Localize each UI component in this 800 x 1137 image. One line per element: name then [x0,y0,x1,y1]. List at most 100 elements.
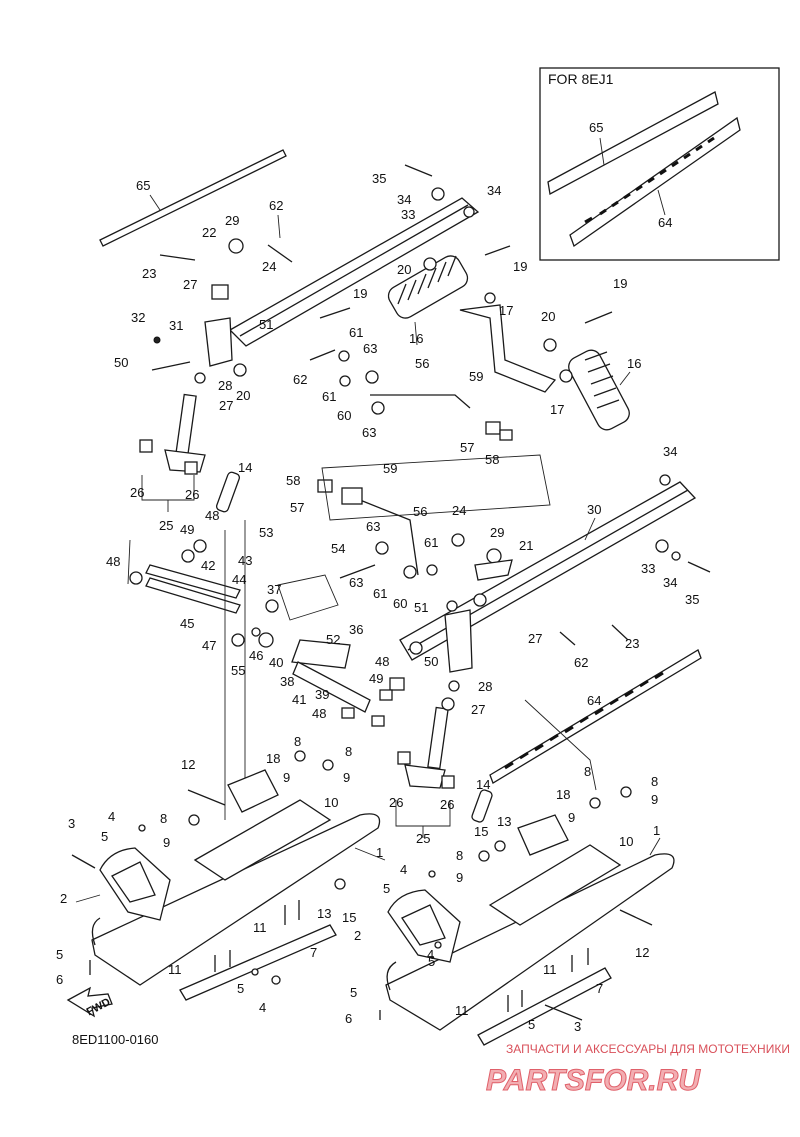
callout-36: 36 [349,622,363,637]
bushing-24-lower [451,533,465,547]
callout-45: 45 [180,616,194,631]
leader-62 [277,214,281,239]
callout-8-left: 8 [160,811,167,826]
callout-64: 64 [587,693,601,708]
arm-36 [291,639,351,669]
callout-11-b: 11 [168,962,182,977]
callout-20: 20 [397,262,411,277]
bolt-23-upper [159,254,196,261]
ski-left-tip [91,917,101,946]
shock-spring [397,255,457,305]
callout-49: 49 [180,522,194,537]
nut-48 [193,539,207,553]
nut-20 [233,363,247,377]
callout-33: 33 [401,207,415,222]
stabilizer-link-upper [370,394,471,409]
collar-17 [484,292,496,304]
bolt-54 [339,564,376,579]
decal-64-graphic [504,671,664,770]
ski-right-handle-cutout [401,904,446,946]
callout-8-right-a: 8 [584,764,591,779]
callout-65-inset: 65 [589,120,603,135]
callout-9-top-b: 9 [343,770,350,785]
callout-9-top-a: 9 [283,770,290,785]
callout-6-b: 6 [345,1011,352,1026]
callout-28-lower: 28 [478,679,492,694]
callout-35-lower: 35 [685,592,699,607]
upper-arm-left-edge [239,204,469,337]
callout-26: 26 [130,485,144,500]
inset-decal-64-graphic [584,136,715,224]
nut-61-lower [426,564,438,576]
callout-61-d: 61 [373,586,387,601]
callout-group-25-upper [141,475,195,512]
callout-61: 61 [349,325,363,340]
watermark-tagline: ЗАПЧАСТИ И АКСЕССУАРЫ ДЛЯ МОТОТЕХНИКИ [506,1042,790,1056]
nut-63 [365,370,379,384]
steering-column-lower [427,706,449,770]
callout-27: 27 [183,277,197,292]
callout-6: 6 [56,972,63,987]
collar-44 [265,599,279,613]
ski-right-washer-4 [428,870,436,878]
bolt-35-upper [404,164,433,177]
nut-48-mid [389,677,405,691]
leader-16-right [619,371,631,386]
callout-5-a: 5 [101,829,108,844]
callout-34: 34 [397,192,411,207]
callout-7-b: 7 [596,981,603,996]
inset-for-8ej1: FOR 8EJ1 [539,67,780,261]
ski-right-runner-7 [477,967,612,1046]
callout-3-b: 3 [574,1019,581,1034]
callout-4-b: 4 [400,862,407,877]
callout-group-25-lower [395,751,493,838]
callout-57: 57 [460,440,474,455]
ski-right-nut-8 [478,850,490,862]
washer-46 [251,627,261,637]
callout-24: 24 [262,259,276,274]
leader-65 [149,194,161,211]
collar-17-right [559,369,573,383]
watermark-logo: PARTSFOR.RU [486,1064,701,1097]
leader-16 [414,321,418,346]
callout-40: 40 [269,655,283,670]
plate-57-upper [485,421,501,435]
collar-33-lower [655,539,669,553]
callout-17-right: 17 [550,402,564,417]
cap-29-lower [486,548,502,564]
leader-1 [354,847,386,861]
callout-49-b: 49 [369,671,383,686]
callout-18: 18 [266,751,280,766]
callout-26-c: 26 [389,795,403,810]
ski-right-bolt-3 [544,1004,583,1021]
callout-5-g: 5 [528,1017,535,1032]
washer-34-lower [671,551,681,561]
callout-48: 48 [205,508,219,523]
callout-13-left: 13 [317,906,331,921]
bolt-19-right [584,311,613,324]
callout-60-b: 60 [393,596,407,611]
bushing-27-lower-b [441,697,455,711]
callout-29: 29 [225,213,239,228]
nut-63-lower-b [403,565,417,579]
shock-absorber-upper [387,255,469,319]
callout-9-right-a: 9 [568,810,575,825]
callout-28: 28 [218,378,232,393]
ski-left-nut-13 [334,878,346,890]
bolt-19-b [319,307,351,319]
ski-right-handle-2 [387,889,461,963]
callout-20-b: 20 [236,388,250,403]
ski-left-handle-cutout [111,861,156,903]
ski-left-body [91,813,381,986]
nut-48-mid-b [341,707,355,719]
callout-19-b: 19 [353,286,367,301]
washer-34-end [659,474,671,486]
ski-right-damper-18 [517,814,569,856]
watermark: ЗАПЧАСТИ И АКСЕССУАРЫ ДЛЯ МОТОТЕХНИКИ PA… [486,1042,790,1098]
ski-left-washer-5 [251,968,259,976]
callout-4-c: 4 [427,947,434,962]
nut-20-right [543,338,557,352]
nut-63-lower [375,541,389,555]
callout-41: 41 [292,692,306,707]
